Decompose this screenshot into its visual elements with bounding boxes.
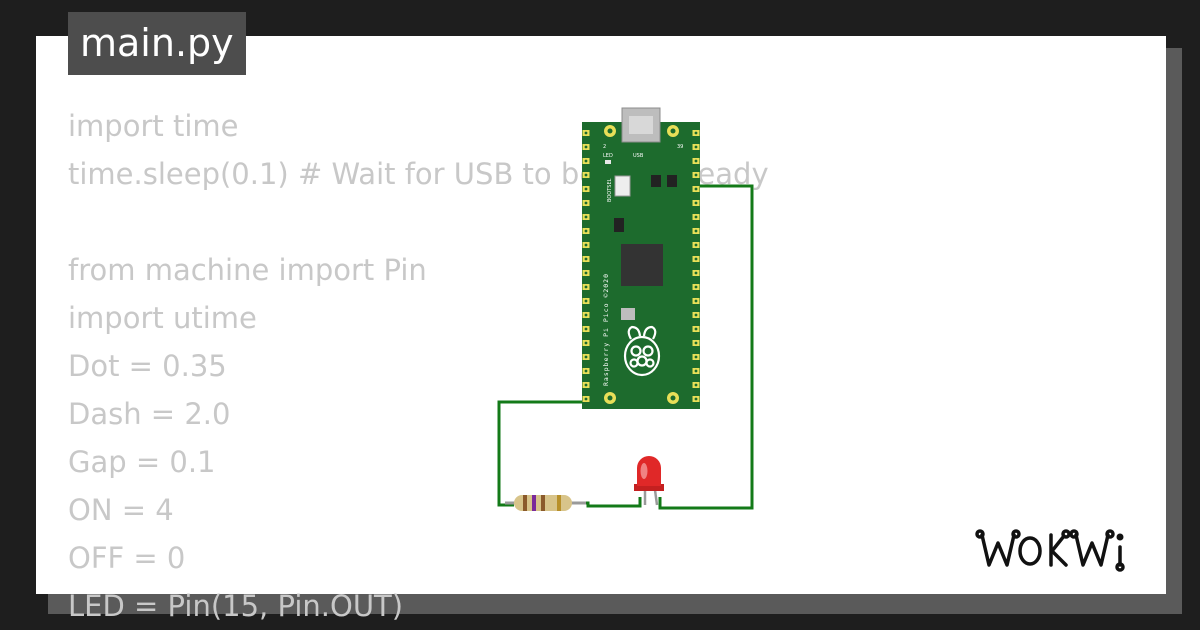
bootsel-label: BOOTSEL — [607, 178, 613, 202]
header-pin-hole — [584, 397, 588, 401]
header-pin-hole — [584, 243, 588, 247]
header-pin-hole — [584, 355, 588, 359]
raspberry-pi-pico-board[interactable]: 2 39 LED USB BOOTSEL Raspberry Pi Pico ©… — [582, 107, 700, 409]
header-pin-hole — [694, 201, 698, 205]
code-line: import time — [68, 109, 239, 143]
header-pin-pads — [582, 130, 700, 402]
header-pin-hole — [584, 187, 588, 191]
header-pin-hole — [694, 327, 698, 331]
code-line: import utime — [68, 301, 257, 335]
header-pin-hole — [694, 271, 698, 275]
header-pin-hole — [694, 313, 698, 317]
onboard-led — [605, 160, 611, 164]
header-pin-hole — [694, 229, 698, 233]
pin-number-left: 2 — [603, 144, 606, 150]
raspberry-logo-icon — [623, 325, 661, 377]
usb-connector — [621, 107, 661, 143]
header-pin-hole — [584, 201, 588, 205]
pin-number-right: 39 — [677, 144, 683, 150]
header-pin-hole — [694, 173, 698, 177]
header-pin-hole — [694, 299, 698, 303]
header-pin-hole — [584, 369, 588, 373]
header-pin-hole — [694, 159, 698, 163]
file-tab[interactable]: main.py — [68, 12, 246, 75]
wire-gnd-to-led[interactable] — [658, 184, 754, 510]
usb-port-inner — [629, 116, 653, 134]
smd-component — [667, 175, 677, 187]
header-pin-hole — [584, 145, 588, 149]
header-pin-hole — [694, 341, 698, 345]
usb-label: USB — [633, 153, 644, 159]
header-pin-hole — [694, 145, 698, 149]
smd-component — [651, 175, 661, 187]
code-line: OFF = 0 — [68, 541, 186, 575]
header-pin-hole — [694, 215, 698, 219]
code-line: LED = Pin(15, Pin.OUT) — [68, 589, 404, 623]
header-pin-hole — [584, 383, 588, 387]
header-pin-hole — [584, 131, 588, 135]
header-pin-hole — [584, 215, 588, 219]
header-pin-hole — [694, 257, 698, 261]
resistor-component[interactable] — [505, 495, 586, 511]
code-line: Dash = 2.0 — [68, 397, 231, 431]
header-pin-hole — [694, 243, 698, 247]
code-line: from machine import Pin — [68, 253, 427, 287]
code-line: ON = 4 — [68, 493, 174, 527]
code-preview: import time time.sleep(0.1) # Wait for U… — [68, 102, 769, 630]
board-silkscreen: Raspberry Pi Pico ©2020 — [602, 273, 610, 386]
header-pin-hole — [584, 173, 588, 177]
rp2040-chip — [621, 244, 663, 286]
header-pin-hole — [584, 229, 588, 233]
header-pin-hole — [584, 271, 588, 275]
header-pin-hole — [584, 341, 588, 345]
bootsel-button[interactable] — [614, 175, 631, 197]
header-pin-hole — [694, 131, 698, 135]
smd-component — [614, 218, 624, 232]
header-pin-hole — [694, 383, 698, 387]
header-pin-hole — [584, 299, 588, 303]
header-pin-hole — [584, 285, 588, 289]
header-pin-hole — [694, 397, 698, 401]
header-pin-hole — [584, 159, 588, 163]
code-line: time.sleep(0.1) # Wait for USB to become… — [68, 157, 769, 191]
header-pin-hole — [584, 327, 588, 331]
wokwi-logo-icon — [975, 529, 1125, 572]
code-line: Gap = 0.1 — [68, 445, 216, 479]
red-led-component[interactable] — [634, 456, 664, 506]
header-pin-hole — [694, 187, 698, 191]
header-pin-hole — [694, 369, 698, 373]
code-line: Dot = 0.35 — [68, 349, 227, 383]
crystal-component — [621, 308, 635, 320]
wire-gp-to-resistor[interactable] — [497, 400, 586, 507]
header-pin-hole — [584, 257, 588, 261]
header-pin-hole — [694, 355, 698, 359]
led-label: LED — [603, 153, 613, 159]
header-pin-hole — [584, 313, 588, 317]
header-pin-hole — [694, 285, 698, 289]
